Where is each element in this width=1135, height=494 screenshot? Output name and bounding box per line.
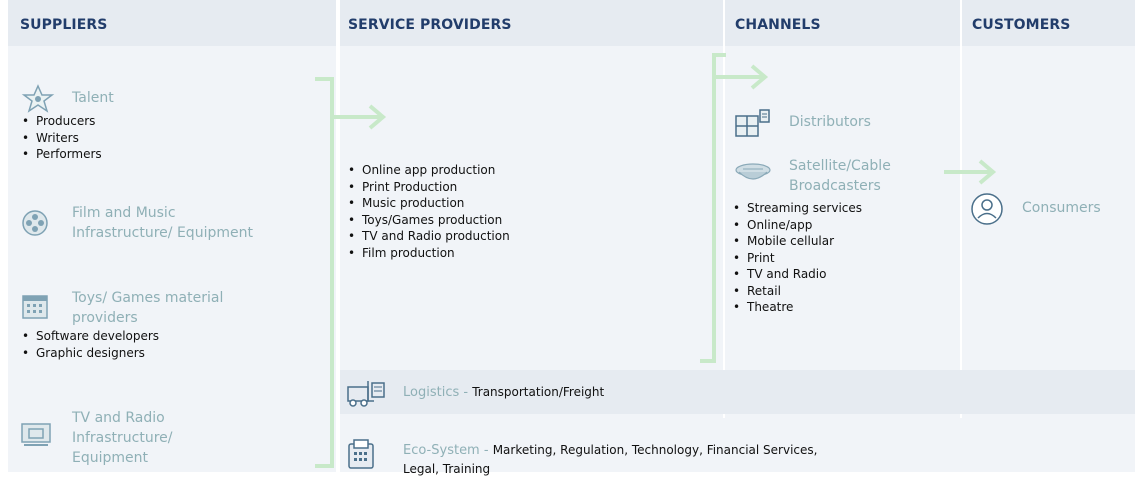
list-item: Online/app [733, 217, 862, 234]
ecosystem-text: Eco-System - Marketing, Regulation, Tech… [403, 443, 818, 476]
list-item: TV and Radio production [348, 228, 510, 245]
suppliers-header-band [8, 0, 336, 46]
list-item: Film production [348, 245, 510, 262]
list-item: Streaming services [733, 200, 862, 217]
list-item: Writers [22, 130, 102, 147]
suppliers-bracket-vertical [330, 77, 334, 468]
arrow-right-icon [334, 104, 387, 130]
service-providers-header-band [340, 0, 723, 46]
suppliers-bracket-bottom [315, 464, 332, 468]
list-item: TV and Radio [733, 266, 862, 283]
distributors-label: Distributors [789, 114, 871, 130]
suppliers-column [8, 0, 336, 472]
talent-title: Talent [72, 90, 114, 106]
ecosystem-bar [340, 418, 1135, 472]
service-providers-heading: SERVICE PROVIDERS [348, 17, 512, 33]
list-item: Online app production [348, 162, 510, 179]
suppliers-heading: SUPPLIERS [20, 17, 108, 33]
list-item: Retail [733, 283, 862, 300]
tv-radio-title: TV and Radio Infrastructure/ Equipment [72, 410, 173, 466]
film-reel-icon [22, 210, 48, 236]
user-icon [971, 193, 1003, 225]
list-item: Music production [348, 195, 510, 212]
channels-heading: CHANNELS [735, 17, 821, 33]
talent-list: Producers Writers Performers [22, 113, 102, 163]
film-music-title: Film and Music Infrastructure/ Equipment [72, 205, 253, 241]
list-item: Toys/Games production [348, 212, 510, 229]
channels-bracket-vertical [712, 53, 716, 363]
star-icon [21, 84, 55, 113]
satellite-dish-icon [735, 163, 771, 180]
channels-bracket-bottom [700, 359, 716, 363]
forklift-icon [347, 381, 385, 407]
service-providers-list: Online app production Print Production M… [348, 162, 510, 261]
suppliers-bracket-top [315, 77, 332, 81]
list-item: Print [733, 250, 862, 267]
list-item: Mobile cellular [733, 233, 862, 250]
building-icon [22, 295, 48, 319]
distributor-icon [735, 109, 770, 137]
list-item: Performers [22, 146, 102, 163]
consumers-label: Consumers [1022, 200, 1101, 216]
logistics-bar [340, 370, 1135, 414]
list-item: Producers [22, 113, 102, 130]
list-item: Graphic designers [22, 345, 159, 362]
arrow-right-icon [716, 64, 769, 90]
customers-heading: CUSTOMERS [972, 17, 1071, 33]
tv-icon [21, 423, 51, 446]
list-item: Software developers [22, 328, 159, 345]
arrow-right-icon [944, 159, 997, 185]
channels-list: Streaming services Online/app Mobile cel… [733, 200, 862, 316]
fax-machine-icon [348, 439, 374, 469]
customers-header-band [962, 0, 1135, 46]
logistics-text: Logistics - Transportation/Freight [403, 385, 605, 400]
channels-header-band [725, 0, 960, 46]
channels-bracket-top [712, 53, 726, 57]
satellite-cable-label: Satellite/Cable Broadcasters [789, 158, 891, 194]
list-item: Print Production [348, 179, 510, 196]
toys-games-title: Toys/ Games material providers [72, 290, 224, 326]
toys-games-list: Software developers Graphic designers [22, 328, 159, 361]
list-item: Theatre [733, 299, 862, 316]
